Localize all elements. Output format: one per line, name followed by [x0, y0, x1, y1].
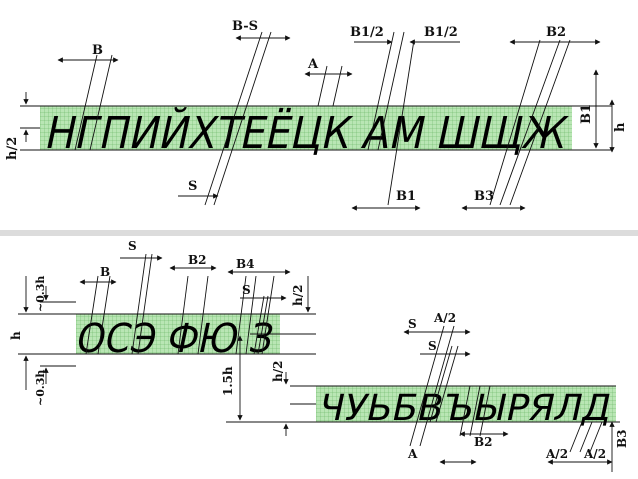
bottom-label-tilde-bottom: ~0.3h — [34, 370, 47, 406]
top-label-b: B — [92, 43, 103, 58]
top-label-a: A — [307, 57, 319, 72]
bottom-label-s-b: S — [242, 283, 251, 297]
top-guide-lines — [20, 105, 612, 151]
bottom-label-b3: B3 — [615, 430, 629, 449]
top-dimension-lines — [23, 35, 615, 211]
bottom-grid-band-left — [76, 314, 280, 354]
bottom-label-b: B — [100, 265, 110, 279]
top-label-b3: B3 — [474, 189, 494, 204]
panel-separator — [0, 230, 638, 236]
top-label-b-half-2: B1/2 — [424, 25, 458, 40]
bottom-label-tilde-top: ~0.3h — [34, 276, 47, 312]
bottom-label-h-half-a: h/2 — [291, 285, 305, 306]
bottom-label-b2-top: B2 — [188, 253, 207, 267]
top-label-b1: B1 — [396, 189, 416, 204]
bottom-label-s-c: S — [408, 317, 417, 331]
bottom-extension-lines — [85, 253, 603, 453]
bottom-diagram: ОСЭ ФЮ З ЧУЬБВЪЫРЯЛД — [9, 239, 629, 472]
bottom-label-a-half-top: A/2 — [433, 311, 456, 325]
bottom-label-a: A — [407, 447, 418, 461]
bottom-panel: ОСЭ ФЮ З ЧУЬБВЪЫРЯЛД — [0, 236, 638, 479]
top-label-b1-side: B1 — [579, 104, 594, 124]
top-label-b2: B2 — [546, 25, 566, 40]
top-label-s: S — [188, 179, 197, 194]
bottom-label-s-a: S — [128, 239, 137, 253]
top-label-b-half-1: B1/2 — [350, 25, 384, 40]
top-extension-lines — [74, 31, 571, 206]
top-letter-row: НГПИЙХТЕЁЦК АМ ШЩЖ — [41, 106, 572, 158]
bottom-label-a-half-2: A/2 — [583, 447, 606, 461]
bottom-letter-row-left: ОСЭ ФЮ З — [72, 314, 278, 361]
bottom-label-h: h — [9, 331, 23, 340]
bottom-label-s-d: S — [428, 339, 437, 353]
bottom-label-a-half-1: A/2 — [545, 447, 568, 461]
bottom-dimension-lines — [23, 255, 615, 472]
bottom-label-h-half-b: h/2 — [271, 361, 285, 382]
top-label-h: h — [613, 122, 628, 132]
top-grid-band — [40, 106, 572, 150]
bottom-label-b2-bottom: B2 — [474, 435, 493, 449]
top-diagram: НГПИЙХТЕЁЦК АМ ШЩЖ B B-S A B1/2 B1/2 B2 — [5, 19, 628, 211]
top-label-b-minus-s: B-S — [232, 19, 258, 34]
top-label-h-half: h/2 — [5, 137, 20, 160]
bottom-label-b4: B4 — [236, 257, 255, 271]
top-panel: НГПИЙХТЕЁЦК АМ ШЩЖ B B-S A B1/2 B1/2 B2 — [0, 0, 638, 230]
bottom-label-1-5h: 1.5h — [221, 366, 235, 396]
bottom-guide-lines — [18, 301, 620, 423]
